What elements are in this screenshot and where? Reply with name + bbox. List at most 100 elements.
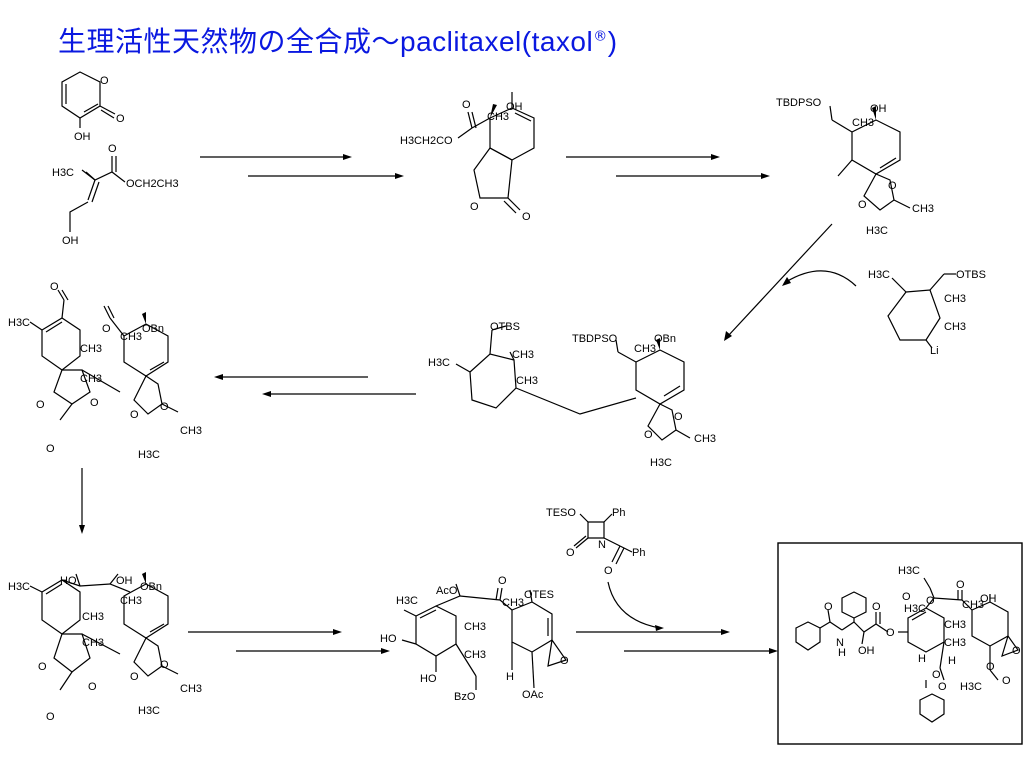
paclitaxel-structure: H3C O O O H3C CH3 OH O N H OH O O CH3 CH… bbox=[795, 565, 1021, 723]
taxol-acetyl-h3c: H3C bbox=[898, 565, 920, 577]
taxol-ketone-o: O bbox=[956, 579, 965, 591]
lactone-oh: OH bbox=[506, 101, 523, 113]
ester-oh: OH bbox=[62, 235, 79, 247]
coupled-product-structure: OTBS H3C CH3 CH3 TBDPSO CH3 OBn O O CH3 … bbox=[428, 321, 716, 469]
coupled-tbdpso: TBDPSO bbox=[572, 333, 618, 345]
taxol-acetate-o: O bbox=[986, 661, 995, 673]
paclitaxel-frame bbox=[777, 542, 1023, 745]
lactam-ph: Ph bbox=[632, 547, 645, 559]
tricyclic-diol-structure: H3C HO OH OBn CH3 CH3 CH3 O O O O O CH3 … bbox=[8, 572, 202, 723]
baccatin-otes: OTES bbox=[524, 589, 554, 601]
ester-carbonyl-o: O bbox=[108, 143, 117, 155]
carbonate-ch3-a: CH3 bbox=[80, 343, 102, 355]
taxol-side-oh: OH bbox=[858, 645, 875, 657]
baccatin-ch3-a: CH3 bbox=[464, 621, 486, 633]
taxol-ch3-a: CH3 bbox=[944, 619, 966, 631]
diol-ch3-b: CH3 bbox=[82, 637, 104, 649]
taxol-acetate-o2: O bbox=[1002, 675, 1011, 687]
pyranone-structure: O O OH bbox=[61, 71, 125, 143]
diol-dioxolane-o1: O bbox=[160, 659, 169, 671]
coupled-obn: OBn bbox=[654, 333, 676, 345]
taxol-acetyl-o: O bbox=[902, 591, 911, 603]
coupled-otbs: OTBS bbox=[490, 321, 520, 333]
tbdps-dioxolane-o2: O bbox=[858, 199, 867, 211]
carbonate-dioxolane-o1: O bbox=[160, 401, 169, 413]
taxol-ester-o2: O bbox=[886, 627, 895, 639]
taxol-ester-o: O bbox=[872, 601, 881, 613]
lactam-carbonyl-o: O bbox=[566, 547, 575, 559]
baccatin-ch3-b: CH3 bbox=[464, 649, 486, 661]
title-close-paren: ) bbox=[607, 26, 618, 57]
carbonate-aldehyde-o: O bbox=[50, 281, 59, 293]
taxol-acetyl-o2: O bbox=[926, 595, 935, 607]
taxol-oh: OH bbox=[980, 593, 997, 605]
ester-methyl: H3C bbox=[52, 167, 74, 179]
lactam-teso: TESO bbox=[546, 507, 576, 519]
diol-ch3-a: CH3 bbox=[82, 611, 104, 623]
taxol-amide-o: O bbox=[824, 601, 833, 613]
tbdps-dioxolane-structure: TBDPSO CH3 OH O O CH3 H3C bbox=[776, 97, 934, 237]
carbonate-carbonyl-o: O bbox=[46, 443, 55, 455]
coupled-dioxolane-o1: O bbox=[674, 411, 683, 423]
coupled-methyl: H3C bbox=[428, 357, 450, 369]
tbdps-dioxolane-o1: O bbox=[888, 180, 897, 192]
taxol-nh: N bbox=[836, 637, 844, 649]
lactam-n: N bbox=[598, 539, 606, 551]
diol-carbonate-o-right: O bbox=[88, 681, 97, 693]
pyranone-oh: OH bbox=[74, 131, 91, 143]
diol-dioxolane-o2: O bbox=[130, 671, 139, 683]
pyranone-ring-o: O bbox=[100, 75, 109, 87]
lactone-oet: H3CH2CO bbox=[400, 135, 453, 147]
coupled-ch3-bottom-left: H3C bbox=[650, 457, 672, 469]
reaction-arrow-2 bbox=[566, 154, 770, 179]
coupled-dioxolane-o2: O bbox=[644, 429, 653, 441]
coupled-ch3-top: CH3 bbox=[512, 349, 534, 361]
tbdps-ch3: CH3 bbox=[852, 117, 874, 129]
coupled-ch3-center: CH3 bbox=[634, 343, 656, 355]
organolithium-reagent-structure: H3C OTBS CH3 CH3 Li bbox=[868, 269, 986, 357]
baccatin-ketone-o: O bbox=[498, 575, 507, 587]
ester-oet: OCH2CH3 bbox=[126, 178, 179, 190]
diol-obn: OBn bbox=[140, 581, 162, 593]
reagent-ch3-top: CH3 bbox=[944, 293, 966, 305]
reaction-arrow-6 bbox=[188, 629, 390, 654]
tbdpso-label: TBDPSO bbox=[776, 97, 822, 109]
diol-oh: OH bbox=[116, 575, 133, 587]
baccatin-ch3-top: CH3 bbox=[502, 597, 524, 609]
reagent-li: Li bbox=[930, 345, 939, 357]
carbonate-aldehyde-structure: O H3C CH3 CH3 O O O O CH3 OBn O O CH3 H3… bbox=[8, 281, 202, 461]
carbonate-dioxolane-o2: O bbox=[130, 409, 139, 421]
baccatin-ho-bottom: HO bbox=[420, 673, 437, 685]
taxol-ch3-top: CH3 bbox=[962, 599, 984, 611]
tbdps-ch3-right: CH3 bbox=[912, 203, 934, 215]
hydroxy-ester-structure: O H3C OCH2CH3 OH bbox=[52, 143, 179, 247]
carbonate-methyl: H3C bbox=[8, 317, 30, 329]
carbonate-ch3-c: CH3 bbox=[120, 331, 142, 343]
lactone-ester-o: O bbox=[462, 99, 471, 111]
lactam-ph-top: Ph bbox=[612, 507, 625, 519]
lactone-intermediate-structure: O H3CH2CO CH3 OH O O bbox=[400, 92, 535, 223]
slide-title: 生理活性天然物の全合成～paclitaxel(taxol®) bbox=[58, 20, 618, 60]
carbonate-ch3-bottom: H3C bbox=[138, 449, 160, 461]
lactone-ch3: CH3 bbox=[487, 111, 509, 123]
tbdps-oh: OH bbox=[870, 103, 887, 115]
reagent-ch3-bottom: CH3 bbox=[944, 321, 966, 333]
diol-carbonyl-o: O bbox=[46, 711, 55, 723]
taxol-h: H bbox=[948, 655, 956, 667]
beta-lactam-structure: TESO Ph N O O Ph bbox=[546, 507, 645, 577]
baccatin-bzo: BzO bbox=[454, 691, 476, 703]
taxol-oh-bottom: H bbox=[918, 653, 926, 665]
lactone-carbonyl-o: O bbox=[522, 211, 531, 223]
baccatin-aco: AcO bbox=[436, 585, 458, 597]
baccatin-intermediate-structure: H3C AcO O CH3 OTES HO CH3 CH3 HO H BzO O… bbox=[380, 575, 569, 703]
baccatin-methyl: H3C bbox=[396, 595, 418, 607]
baccatin-oxetane-o: O bbox=[560, 655, 569, 667]
carbonate-ch3-b: CH3 bbox=[80, 373, 102, 385]
reaction-arrow-5 bbox=[79, 468, 85, 534]
taxol-benzoate-o: O bbox=[938, 681, 947, 693]
coupled-ch3-bottom: CH3 bbox=[516, 375, 538, 387]
taxol-acetate-h3c: H3C bbox=[960, 681, 982, 693]
carbonate-aldehyde-o2: O bbox=[102, 323, 111, 335]
carbonate-ch3-right: CH3 bbox=[180, 425, 202, 437]
diol-methyl: H3C bbox=[8, 581, 30, 593]
